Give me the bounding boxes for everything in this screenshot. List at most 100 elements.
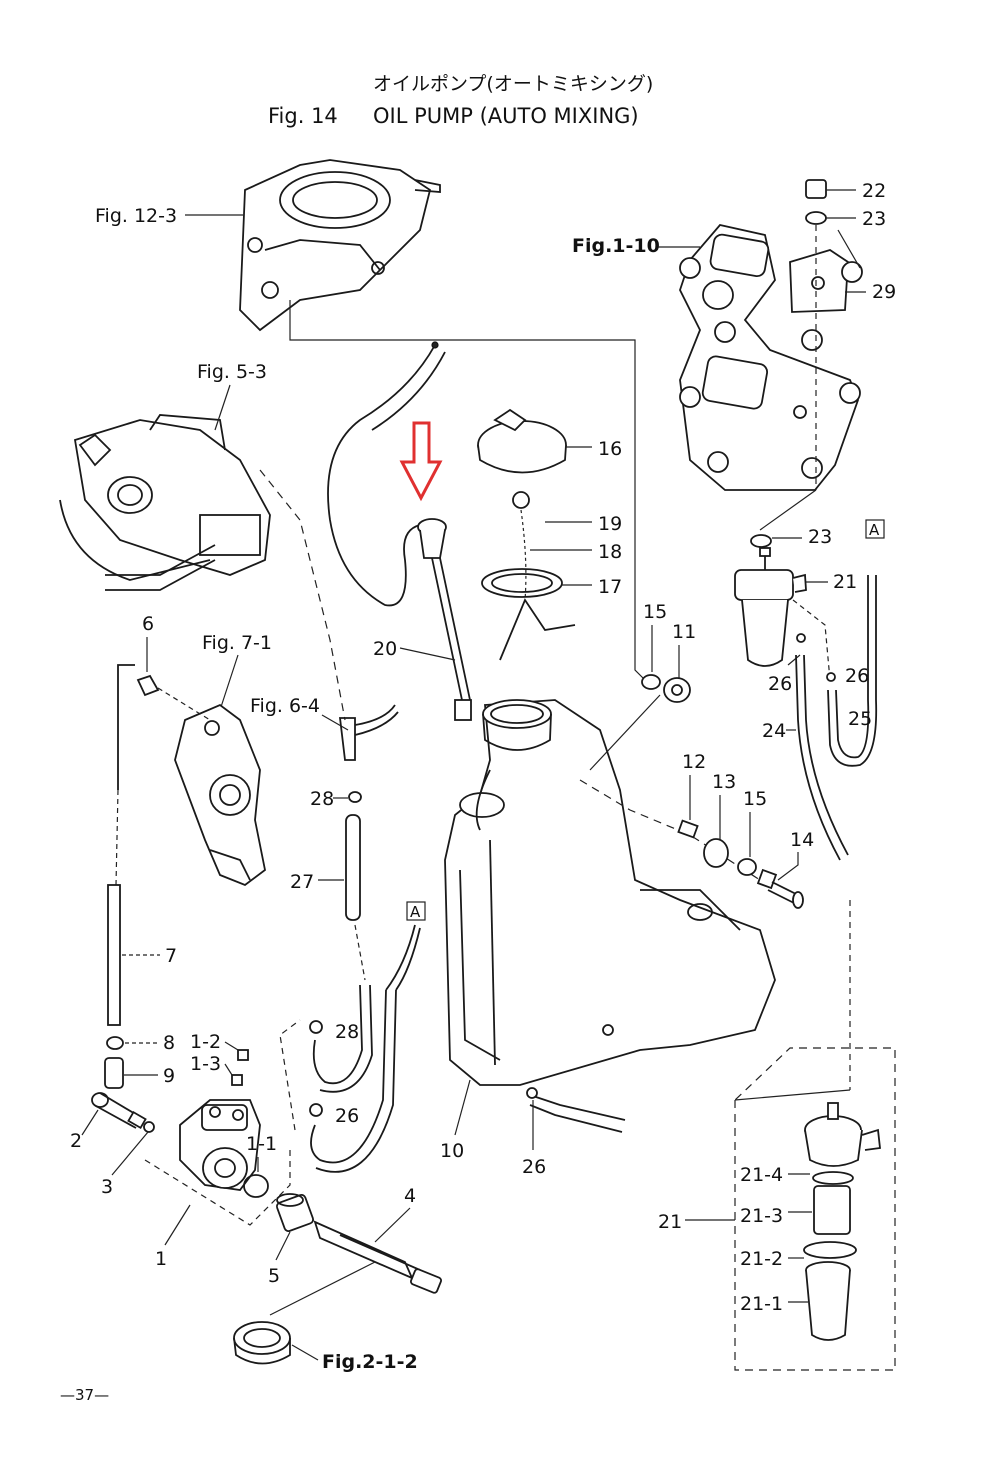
pin-part-2 (91, 1092, 147, 1130)
callout-24: 24 (762, 720, 786, 742)
clip-part-28-upper (348, 791, 362, 803)
callout-26-filter-left: 26 (768, 673, 792, 695)
bolt-part-14 (756, 868, 804, 909)
shaft-part-4 (313, 1220, 442, 1294)
filter-element-part-21-3 (813, 1185, 851, 1235)
collar-part-5 (276, 1193, 314, 1232)
callout-13: 13 (712, 771, 736, 793)
callout-21-4: 21-4 (740, 1164, 783, 1186)
callout-21-1: 21-1 (740, 1293, 783, 1315)
hose-part-27 (345, 814, 361, 921)
strainer-ring-part-17 (481, 568, 563, 598)
callout-17: 17 (598, 576, 622, 598)
filter-cup-part-21-1 (805, 1261, 851, 1341)
carburetor-part-fig5-3 (59, 414, 271, 591)
callout-18: 18 (598, 541, 622, 563)
clamp-part-6 (136, 674, 160, 697)
ref-fig6-4: Fig. 6-4 (250, 695, 320, 717)
grommet-part-11 (663, 677, 691, 703)
oil-pump-part-1 (179, 1099, 261, 1191)
callout-2: 2 (70, 1130, 82, 1152)
gear-part-fig2-1-2 (233, 1321, 291, 1365)
oil-level-gauge-part-20 (417, 518, 472, 721)
callout-29: 29 (872, 281, 896, 303)
callout-1: 1 (155, 1248, 167, 1270)
box-marker-a-right-text: A (869, 521, 880, 539)
callout-21-upper: 21 (833, 571, 857, 593)
callout-11: 11 (672, 621, 696, 643)
oil-tank-part-10 (444, 699, 776, 1086)
callout-15-lower: 15 (743, 788, 767, 810)
callout-10: 10 (440, 1140, 464, 1162)
callout-16: 16 (598, 438, 622, 460)
rod-part-7 (107, 884, 121, 1026)
ref-fig2-1-2: Fig.2-1-2 (322, 1351, 418, 1373)
callout-20: 20 (373, 638, 397, 660)
oil-filter-part-21 (734, 547, 807, 667)
callout-6: 6 (142, 613, 154, 635)
box-marker-a-right (865, 519, 885, 539)
filler-cap-part-16 (477, 408, 567, 474)
callout-19: 19 (598, 513, 622, 535)
washer-part-3 (143, 1121, 155, 1133)
highlight-arrow (399, 421, 443, 502)
callout-12: 12 (682, 751, 706, 773)
callout-21-2: 21-2 (740, 1248, 783, 1270)
callout-23-lower: 23 (808, 526, 832, 548)
o-ring-part-1-1 (243, 1174, 269, 1198)
o-ring-part-21-2 (803, 1241, 857, 1259)
callout-26-tank: 26 (522, 1156, 546, 1178)
washer-part-8 (106, 1036, 124, 1050)
title-japanese: オイルポンプ(オートミキシング) (373, 73, 653, 95)
ref-fig12-3: Fig. 12-3 (95, 205, 177, 227)
collar-part-12 (677, 819, 699, 839)
screw-part-1-3 (231, 1074, 243, 1086)
callout-1-2: 1-2 (190, 1031, 221, 1053)
callout-27: 27 (290, 871, 314, 893)
box-marker-a-left-text: A (410, 903, 421, 921)
page-number: —37— (60, 1386, 109, 1404)
figure-title: OIL PUMP (AUTO MIXING) (373, 104, 639, 128)
chain-ring-part-19 (512, 491, 530, 509)
callout-7: 7 (165, 945, 177, 967)
washer-part-15-lower (737, 858, 757, 876)
clip-part-28-lower (309, 1020, 323, 1034)
ref-fig1-10: Fig.1-10 (572, 235, 660, 257)
screw-part-1-2 (237, 1049, 249, 1061)
callout-28-lower: 28 (335, 1021, 359, 1043)
washer-part-23-upper (805, 211, 827, 225)
bracket-part-fig7-1 (174, 703, 266, 887)
cylinder-plate-fig1-10 (679, 224, 861, 491)
filter-head-part-21-4 (804, 1102, 881, 1167)
ref-fig5-3: Fig. 5-3 (197, 361, 267, 383)
washer-part-23-lower (750, 534, 772, 548)
callout-23-upper: 23 (862, 208, 886, 230)
callout-8: 8 (163, 1032, 175, 1054)
callout-26-pump: 26 (335, 1105, 359, 1127)
bracket-part-fig12-3 (239, 159, 441, 332)
callout-3: 3 (101, 1176, 113, 1198)
box-marker-a-left (406, 901, 426, 921)
callout-1-1: 1-1 (246, 1133, 277, 1155)
grommet-part-13 (703, 838, 729, 868)
callout-5: 5 (268, 1265, 280, 1287)
callout-4: 4 (404, 1185, 416, 1207)
callout-1-3: 1-3 (190, 1053, 221, 1075)
callout-14: 14 (790, 829, 814, 851)
nut-part-22 (805, 179, 827, 199)
joint-part-9 (104, 1057, 124, 1089)
figure-number: Fig. 14 (268, 104, 338, 128)
washer-part-15 (641, 674, 661, 690)
callout-22: 22 (862, 180, 886, 202)
clip-part-26-pump (309, 1103, 323, 1117)
callout-26-filter-right: 26 (845, 665, 869, 687)
callout-15-upper: 15 (643, 601, 667, 623)
callout-25: 25 (848, 708, 872, 730)
callout-9: 9 (163, 1065, 175, 1087)
filter-seal-part-21-4 (812, 1171, 854, 1185)
callout-21-detail: 21 (658, 1211, 682, 1233)
callout-21-3: 21-3 (740, 1205, 783, 1227)
callout-28-upper: 28 (310, 788, 334, 810)
